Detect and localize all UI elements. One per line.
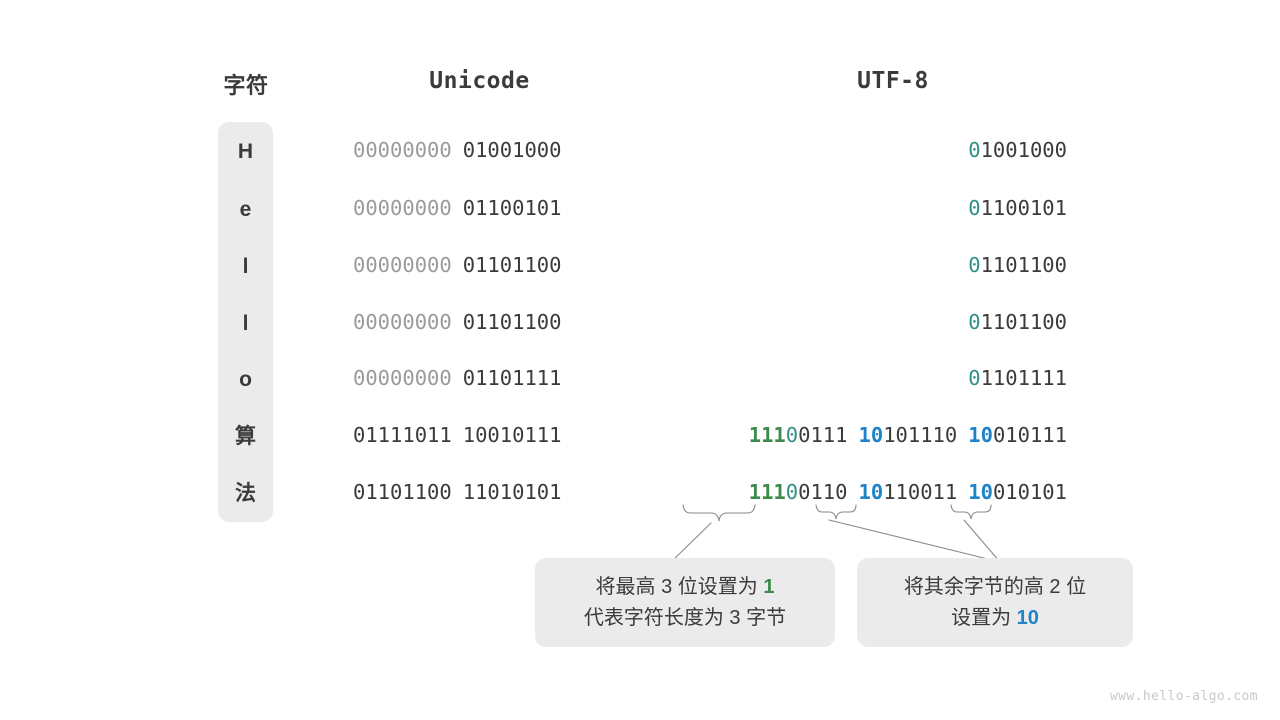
callout-continuation-bytes: 将其余字节的高 2 位 设置为 10 [857,558,1133,647]
unicode-low-byte: 10010111 [462,423,562,447]
callout-1-highlight: 1 [763,575,775,598]
unicode-high-byte: 01111011 [353,423,452,447]
utf8-byte-prefix: 0 [968,253,981,277]
callout-2-highlight: 10 [1016,606,1039,629]
leader-line-1 [670,522,712,563]
utf8-byte-payload: 1101111 [980,366,1067,390]
utf8-byte-prefix: 10 [858,480,884,504]
callout-1-line-2-text: 代表字符长度为 3 字节 [583,606,787,629]
utf8-byte-prefix: 10 [968,480,993,504]
utf8-byte-payload: 010111 [992,423,1067,447]
utf8-byte-prefix: 0 [968,310,981,334]
unicode-low-byte: 01100101 [462,196,562,220]
character-column-card [218,122,273,522]
utf8-byte-prefix: 0 [968,138,981,162]
utf8-binary-row: 01100101 [717,194,1067,222]
brace-continuation-byte-1 [815,504,857,520]
callout-2-line-2: 设置为 10 [951,603,1039,634]
utf8-byte-prefix: 10 [968,423,993,447]
utf8-byte: 11100111 [749,423,848,447]
character-cell: 算 [235,425,256,448]
leader-line-3 [963,519,1001,563]
utf8-byte-prefix: 0 [968,196,981,220]
character-cell: o [239,368,252,391]
callout-2-line-1-text: 将其余字节的高 2 位 [903,575,1087,598]
utf8-byte-zero: 0 [785,423,799,447]
unicode-low-byte: 01001000 [462,138,562,162]
utf8-byte-payload: 1100101 [980,196,1067,220]
character-cell: 法 [235,482,256,505]
unicode-high-byte: 00000000 [353,310,452,334]
utf8-byte-payload: 0110 [798,480,848,504]
callout-1-line-1: 将最高 3 位设置为 1 [596,572,775,603]
watermark: www.hello-algo.com [1109,689,1258,704]
utf8-byte: 01100101 [968,196,1067,220]
callout-1-line-1-text: 将最高 3 位设置为 [595,575,764,598]
utf8-byte: 01101111 [968,366,1067,390]
unicode-binary-row: 00000000 01101100 [353,308,606,336]
utf8-byte-payload: 1001000 [980,138,1067,162]
unicode-binary-row: 01111011 10010111 [353,421,606,449]
unicode-high-byte: 00000000 [353,196,452,220]
unicode-high-byte: 01101100 [353,480,452,504]
unicode-high-byte: 00000000 [353,253,452,277]
unicode-low-byte: 01101100 [462,310,562,334]
unicode-high-byte: 00000000 [353,366,452,390]
utf8-binary-row: 01101100 [717,251,1067,279]
column-header-character: 字符 [223,73,269,98]
unicode-low-byte: 11010101 [462,480,562,504]
utf8-byte: 10010101 [968,480,1067,504]
column-header-utf8: UTF-8 [857,68,929,94]
character-cell: e [239,198,252,221]
utf8-byte-payload: 1101100 [980,253,1067,277]
brace-continuation-byte-2 [950,504,992,520]
brace-lead-byte [682,504,756,522]
callout-lead-byte: 将最高 3 位设置为 1 代表字符长度为 3 字节 [535,558,835,647]
utf8-byte-payload: 1101100 [980,310,1067,334]
unicode-binary-row: 00000000 01100101 [353,194,606,222]
utf8-byte-payload: 0111 [798,423,848,447]
callout-2-line-2-text: 设置为 [951,606,1017,629]
utf8-byte: 11100110 [749,480,848,504]
utf8-byte-prefix: 0 [968,366,981,390]
utf8-binary-row: 01101111 [717,364,1067,392]
utf8-byte: 01101100 [968,310,1067,334]
utf8-byte: 10010111 [968,423,1067,447]
utf8-byte-payload: 010101 [992,480,1067,504]
utf8-binary-row: 01001000 [717,136,1067,164]
utf8-byte-payload: 101110 [883,423,958,447]
utf8-byte-prefix: 111 [748,423,786,447]
character-cell: l [242,255,249,278]
utf8-byte-prefix: 111 [748,480,786,504]
unicode-binary-row: 00000000 01101100 [353,251,606,279]
utf8-binary-row: 01101100 [717,308,1067,336]
utf8-byte-payload: 110011 [883,480,958,504]
unicode-low-byte: 01101100 [462,253,562,277]
callout-1-line-2: 代表字符长度为 3 字节 [584,603,786,634]
leader-line-2 [828,519,1001,563]
column-header-unicode: Unicode [429,68,530,94]
unicode-low-byte: 01101111 [462,366,562,390]
unicode-high-byte: 00000000 [353,138,452,162]
character-cell: H [237,140,254,163]
utf8-byte: 10101110 [859,423,958,447]
utf8-byte-prefix: 10 [858,423,884,447]
callout-2-line-1: 将其余字节的高 2 位 [904,572,1086,603]
utf8-byte-zero: 0 [785,480,799,504]
unicode-binary-row: 00000000 01001000 [353,136,606,164]
character-cell: l [242,312,249,335]
utf8-byte: 01101100 [968,253,1067,277]
utf8-byte: 01001000 [968,138,1067,162]
unicode-binary-row: 01101100 11010101 [353,478,606,506]
utf8-byte: 10110011 [859,480,958,504]
unicode-binary-row: 00000000 01101111 [353,364,606,392]
